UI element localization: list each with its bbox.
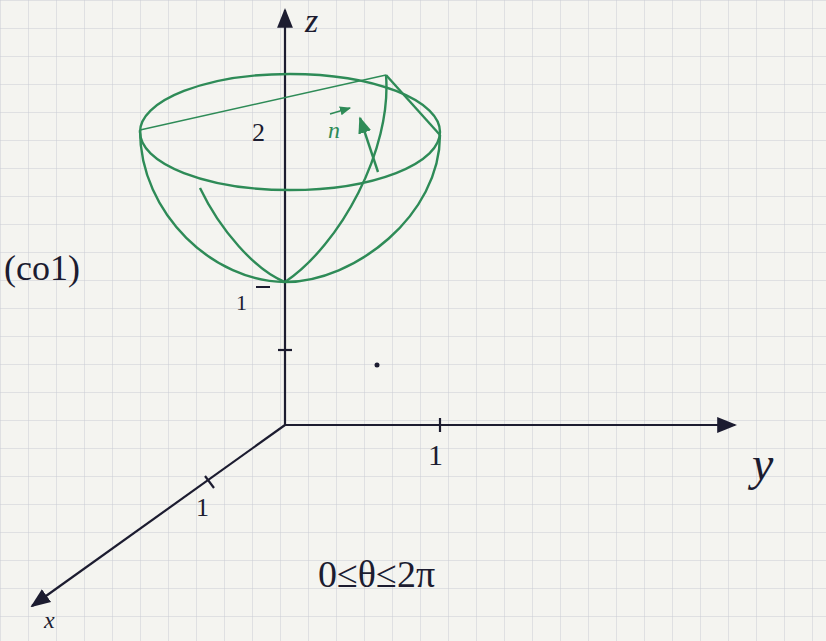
- dot: [375, 363, 380, 368]
- height-value: 1: [236, 292, 247, 314]
- chord: [386, 75, 440, 135]
- height-value: 2: [252, 120, 265, 146]
- tick: [439, 418, 441, 432]
- meridian: [285, 75, 386, 282]
- tick-value: 1: [428, 440, 443, 470]
- axis-label: y: [752, 440, 773, 488]
- parameter-range: 0≤θ≤2π: [318, 555, 435, 593]
- vector-arrow: [330, 108, 350, 114]
- note: (co1): [4, 250, 80, 286]
- axis-label: x: [44, 608, 55, 632]
- normal-label: n: [328, 118, 340, 142]
- paraboloid: [140, 74, 440, 282]
- z-axis: [284, 10, 286, 425]
- axis-label: z: [305, 4, 318, 38]
- axes: [32, 10, 735, 606]
- bowl: [140, 130, 440, 282]
- normal-vector: [360, 118, 378, 172]
- meridian: [200, 188, 285, 282]
- rim: [140, 74, 440, 190]
- y-axis: [285, 424, 735, 426]
- tick: [256, 286, 270, 288]
- x-axis: [32, 425, 285, 606]
- tick-value: 1: [196, 495, 209, 521]
- tick: [278, 349, 292, 351]
- tick: [205, 476, 214, 488]
